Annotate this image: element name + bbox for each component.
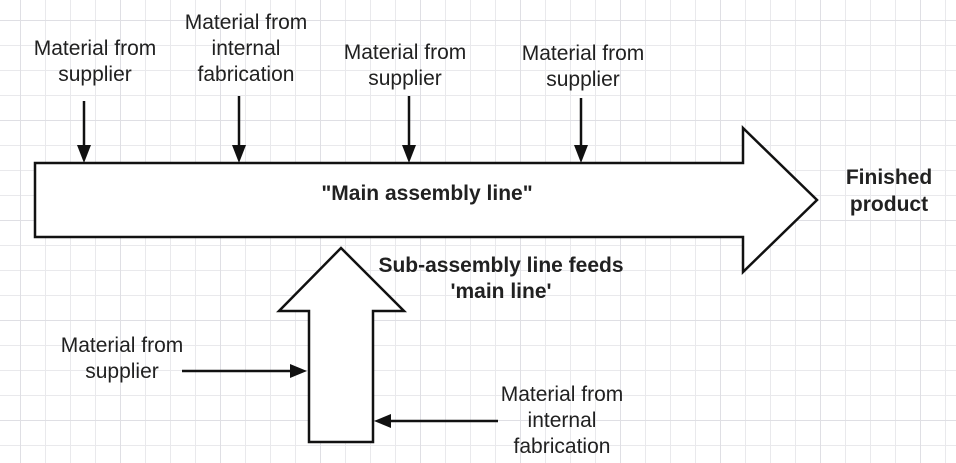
right-arrow-supplier-feed[interactable] [182,364,307,378]
label-material-internal-fabrication-bottom[interactable]: Material from internal fabrication [500,383,624,458]
label-material-supplier-top-3[interactable]: Material from supplier [521,42,645,91]
label-material-supplier-bottom[interactable]: Material from supplier [60,334,184,383]
down-arrow-supplier-3[interactable] [574,98,588,163]
down-arrow-supplier-2[interactable] [402,96,416,163]
down-arrow-internal-fabrication[interactable] [232,96,246,163]
label-material-supplier-top-1[interactable]: Material from supplier [33,37,157,86]
label-material-supplier-top-2[interactable]: Material from supplier [343,41,467,90]
label-sub-assembly-feeds[interactable]: Sub-assembly line feeds 'main line' [378,254,624,303]
label-finished-product[interactable]: Finished product [845,166,933,216]
left-arrow-internal-fabrication-feed[interactable] [374,414,498,428]
label-material-internal-fabrication-top[interactable]: Material from internal fabrication [184,11,308,86]
down-arrow-supplier-1[interactable] [77,101,91,163]
sub-assembly-up-arrow[interactable] [276,246,408,444]
label-main-assembly-line[interactable]: "Main assembly line" [321,182,533,205]
main-assembly-line-arrow[interactable] [33,125,819,275]
